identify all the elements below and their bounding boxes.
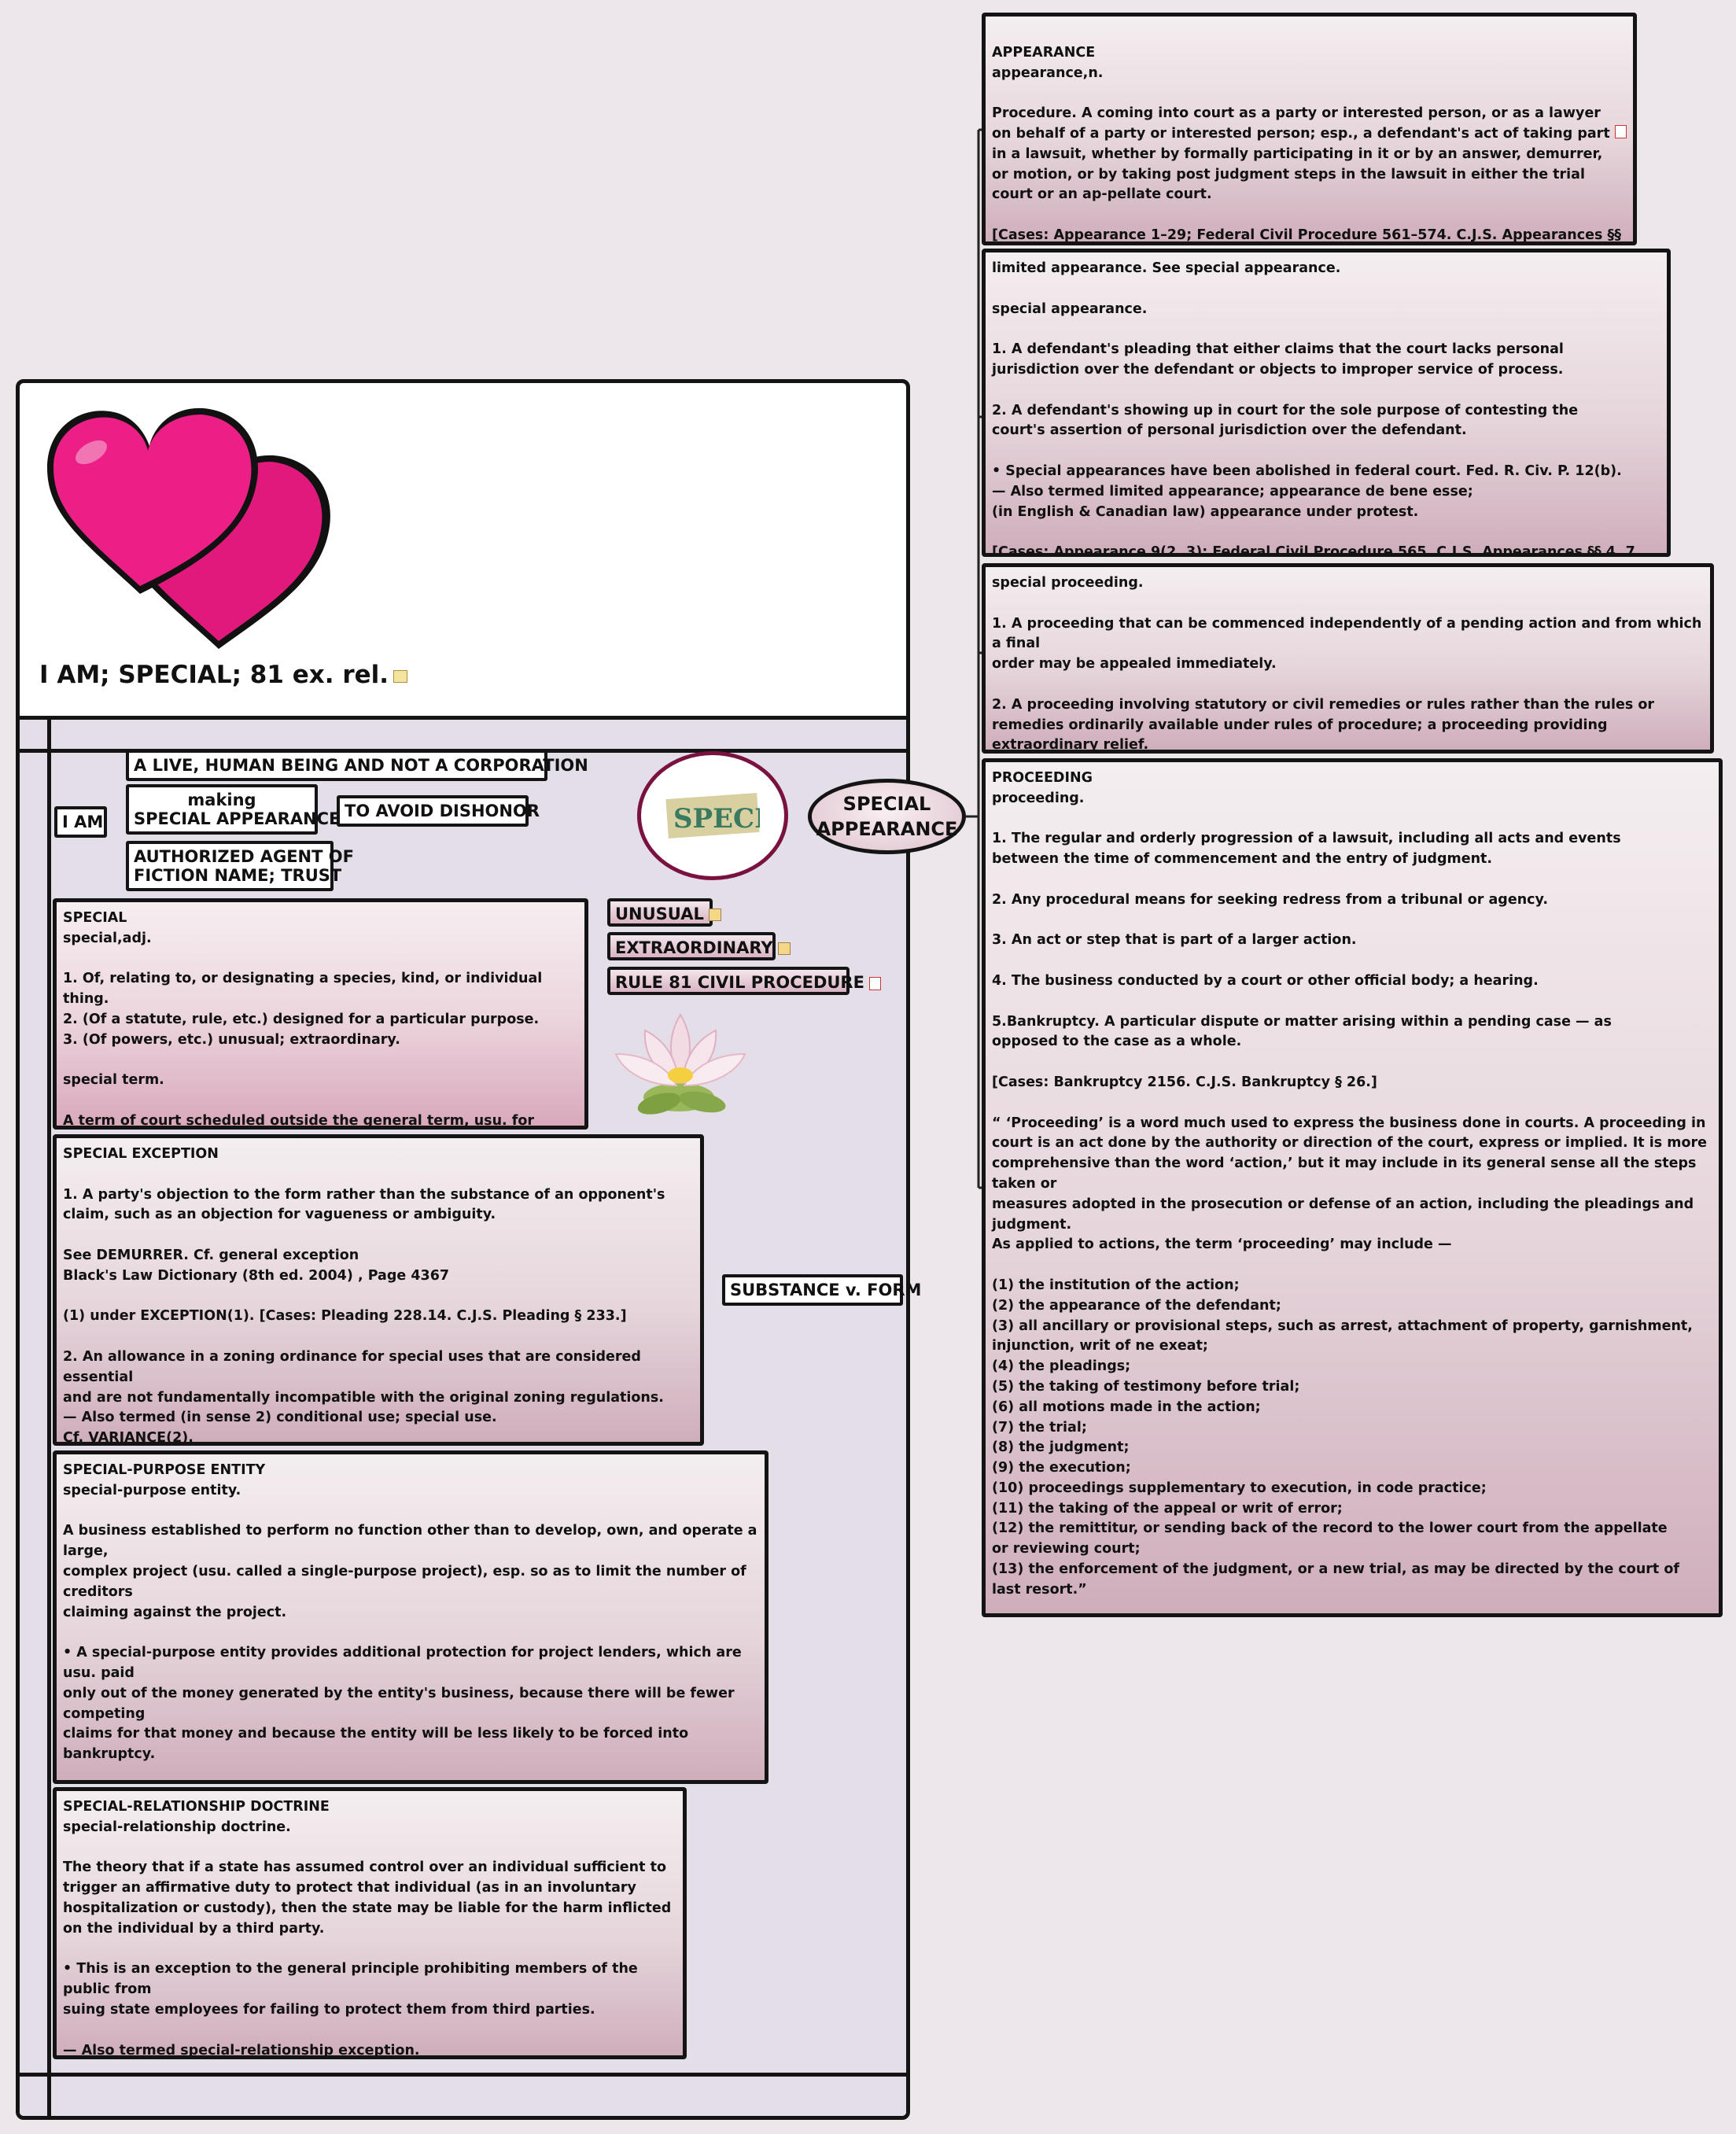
central-line1: SPECIAL bbox=[842, 793, 931, 815]
chart-note-icon[interactable] bbox=[393, 669, 408, 683]
authorized-line1: AUTHORIZED AGENT OF bbox=[134, 847, 354, 866]
two-pink-hearts-image bbox=[47, 407, 330, 649]
lotus-flower-image bbox=[614, 1013, 746, 1115]
extraordinary-label: EXTRAORDINARY bbox=[615, 938, 773, 957]
appearance-card[interactable]: APPEARANCE appearance,n. Procedure. A co… bbox=[982, 13, 1637, 245]
topic-footer-divider bbox=[20, 2073, 906, 2077]
special-word-art-image[interactable]: SPECIAL bbox=[637, 751, 788, 880]
central-line2: APPEARANCE bbox=[816, 818, 958, 840]
appearance-text: APPEARANCE appearance,n. Procedure. A co… bbox=[992, 44, 1621, 243]
substance-v-form-topic[interactable]: SUBSTANCE v. FORM bbox=[722, 1274, 921, 1306]
topic-vertical-rule bbox=[47, 720, 51, 2116]
unusual-label: UNUSUAL bbox=[615, 905, 704, 923]
authorized-agent-topic[interactable]: AUTHORIZED AGENT OF FICTION NAME; TRUST bbox=[126, 841, 354, 891]
live-human-topic[interactable]: A LIVE, HUMAN BEING AND NOT A CORPORATIO… bbox=[126, 750, 588, 781]
i-am-topic[interactable]: I AM bbox=[54, 806, 107, 838]
authorized-line2: FICTION NAME; TRUST bbox=[134, 866, 342, 885]
note-icon[interactable] bbox=[708, 909, 721, 921]
topic-title: I AM; SPECIAL; 81 ex. rel. bbox=[39, 659, 408, 691]
avoid-dishonor-topic[interactable]: TO AVOID DISHONOR bbox=[337, 795, 540, 827]
limited-appearance-card[interactable]: limited appearance. See special appearan… bbox=[982, 249, 1671, 557]
special-purpose-entity-card[interactable]: SPECIAL-PURPOSE ENTITY special-purpose e… bbox=[53, 1450, 768, 1784]
unusual-topic[interactable]: UNUSUAL bbox=[607, 898, 721, 927]
pdf-attachment-icon[interactable] bbox=[1615, 125, 1627, 138]
making-label: making bbox=[187, 791, 256, 809]
making-special-appearance-topic[interactable]: making SPECIAL APPEARANCE bbox=[126, 784, 341, 835]
special-relationship-doctrine-card[interactable]: SPECIAL-RELATIONSHIP DOCTRINE special-re… bbox=[53, 1787, 687, 2059]
special-exception-card[interactable]: SPECIAL EXCEPTION 1. A party's objection… bbox=[53, 1134, 704, 1446]
rule81-label: RULE 81 CIVIL PROCEDURE bbox=[615, 973, 864, 992]
rule81-topic[interactable]: RULE 81 CIVIL PROCEDURE bbox=[607, 967, 881, 995]
special-art-text: SPECIAL bbox=[673, 803, 760, 835]
central-special-appearance[interactable]: SPECIAL APPEARANCE bbox=[808, 779, 966, 854]
topic-title-text: I AM; SPECIAL; 81 ex. rel. bbox=[39, 661, 389, 689]
special-card[interactable]: SPECIAL special,adj. 1. Of, relating to,… bbox=[53, 898, 588, 1130]
extraordinary-topic[interactable]: EXTRAORDINARY bbox=[607, 932, 791, 960]
special-art-glyphs: SPECIAL bbox=[665, 793, 760, 838]
proceeding-card[interactable]: PROCEEDING proceeding. 1. The regular an… bbox=[982, 758, 1723, 1617]
special-appearance-label: SPECIAL APPEARANCE bbox=[134, 809, 341, 828]
special-proceeding-card[interactable]: special proceeding. 1. A proceeding that… bbox=[982, 563, 1714, 754]
pdf-attachment-icon[interactable] bbox=[868, 976, 881, 990]
note-icon[interactable] bbox=[777, 942, 791, 955]
